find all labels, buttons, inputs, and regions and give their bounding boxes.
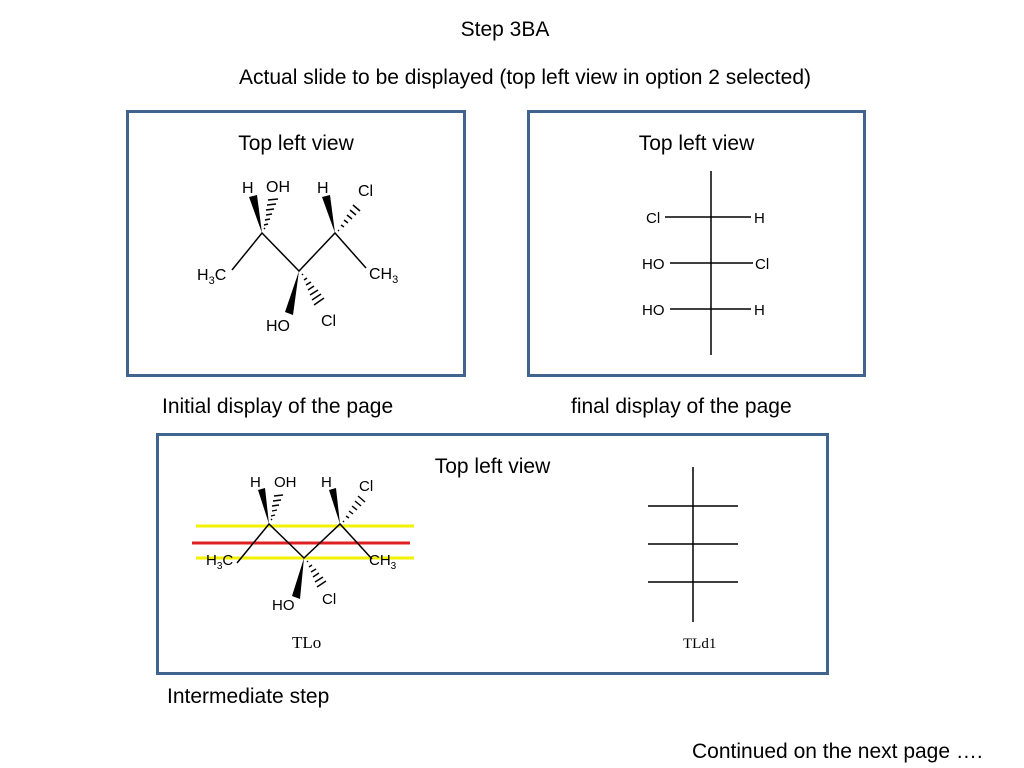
atom-label-ch3: CH3: [369, 266, 398, 286]
substituent-right: Cl: [755, 256, 769, 273]
projection-label: TLd1: [683, 636, 716, 652]
atom-label-h: H: [250, 474, 261, 491]
substituent-right: H: [754, 210, 765, 227]
hashed-bond: [337, 204, 361, 232]
atom-label-cl: Cl: [321, 313, 336, 330]
atom-label-h: H: [317, 180, 329, 197]
intermediate-view-panel: Top left view: [156, 433, 829, 675]
wedge-bond: [292, 558, 304, 599]
atom-label-h3c: H3C: [197, 267, 226, 287]
panel-title: Top left view: [638, 132, 755, 155]
substituent-left: HO: [642, 302, 665, 319]
atom-label-cl: Cl: [359, 478, 373, 495]
panel-title: Top left view: [238, 132, 354, 155]
wedge-bond: [322, 195, 335, 233]
atom-label-oh: OH: [266, 179, 290, 196]
intermediate-caption: Intermediate step: [167, 685, 330, 708]
intermediate-diagram: H OH H Cl H3C CH3 HO Cl TLo TLd1: [192, 467, 738, 652]
wedge-bond: [249, 195, 262, 233]
initial-view-panel: Top left view: [126, 110, 466, 377]
wedge-bond: [258, 488, 269, 524]
substituent-left: HO: [642, 256, 665, 273]
atom-label-cl: Cl: [358, 183, 373, 200]
atom-label-cl: Cl: [322, 591, 336, 608]
slide-subtitle: Actual slide to be displayed (top left v…: [239, 66, 811, 89]
hashed-bond: [342, 495, 366, 523]
atom-label-ho: HO: [272, 597, 295, 614]
atom-label-h: H: [321, 474, 332, 491]
continued-note: Continued on the next page ….: [692, 740, 983, 763]
hashed-bond: [263, 198, 279, 230]
substituent-right: H: [754, 302, 765, 319]
slide-title: Step 3BA: [460, 18, 550, 41]
substituent-left: Cl: [646, 210, 660, 227]
molecule-label: TLo: [292, 633, 321, 652]
hashed-bond: [301, 273, 325, 306]
hashed-bond: [306, 560, 327, 588]
initial-molecule-diagram: H OH H Cl H3C CH3 HO Cl: [197, 179, 398, 335]
atom-label-ho: HO: [266, 318, 290, 335]
atom-label-oh: OH: [274, 474, 297, 491]
initial-caption: Initial display of the page: [162, 395, 394, 418]
wedge-bond: [329, 488, 340, 524]
atom-label-h: H: [242, 180, 254, 197]
final-view-panel: Top left view Cl H HO Cl HO H: [527, 110, 866, 377]
hashed-bond: [270, 494, 284, 521]
final-caption: final display of the page: [571, 395, 792, 418]
carbon-backbone: [231, 231, 367, 273]
atom-label-h3c: H3C: [206, 552, 233, 572]
wedge-bond: [285, 271, 299, 315]
panel-title: Top left view: [434, 455, 551, 478]
atom-label-ch3: CH3: [369, 552, 397, 572]
fischer-projection: Cl H HO Cl HO H: [642, 171, 769, 355]
